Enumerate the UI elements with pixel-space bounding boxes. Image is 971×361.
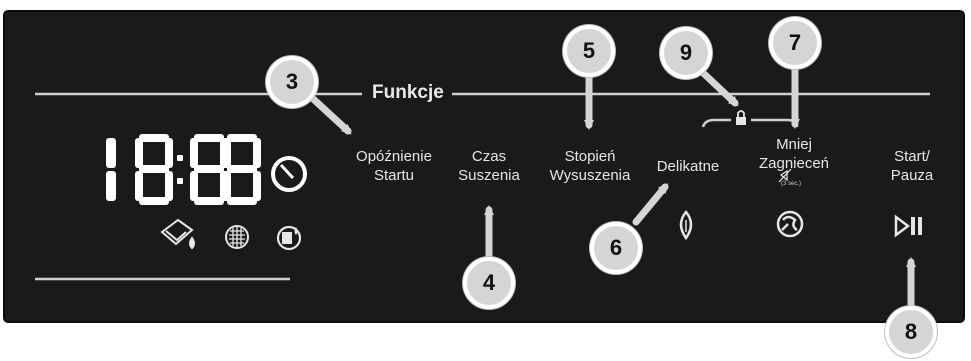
callout-3-arrow bbox=[305, 91, 352, 135]
callout-badge-7: 7 bbox=[769, 17, 821, 69]
mute-icon bbox=[778, 168, 792, 183]
delay-start-button[interactable]: Opóźnienie Startu bbox=[356, 148, 432, 184]
callout-badge-9: 9 bbox=[660, 27, 712, 79]
less-wrinkles-button[interactable]: Mniej Zagnieceń bbox=[758, 136, 830, 172]
less-wrinkles-hold-note: (3 sec.) bbox=[781, 181, 802, 187]
delicate-icon[interactable] bbox=[679, 210, 693, 241]
play-pause-icon[interactable] bbox=[894, 214, 922, 238]
lock-icon bbox=[736, 110, 746, 125]
seven-segment-display bbox=[106, 134, 261, 205]
delicate-button[interactable]: Delikatne bbox=[656, 158, 720, 175]
dryness-level-button[interactable]: Stopień Wysuszenia bbox=[549, 148, 631, 184]
callout-badge-5: 5 bbox=[563, 25, 615, 77]
callout-badge-4: 4 bbox=[463, 257, 515, 309]
filter-clean-icon bbox=[225, 225, 249, 249]
empty-container-icon bbox=[160, 218, 195, 250]
drying-time-button[interactable]: Czas Suszenia bbox=[458, 148, 520, 184]
callout-6-arrow bbox=[632, 183, 669, 226]
child-lock-bracket bbox=[701, 118, 799, 128]
timer-icon bbox=[271, 156, 307, 192]
callout-9-arrow bbox=[696, 66, 739, 107]
callout-badge-6: 6 bbox=[590, 222, 642, 274]
callout-badge-8: 8 bbox=[885, 306, 937, 358]
start-pause-button[interactable]: Start/ Pauza bbox=[890, 148, 934, 184]
condenser-clean-icon bbox=[276, 225, 302, 251]
functions-heading: Funkcje bbox=[368, 82, 448, 104]
less-wrinkles-icon[interactable] bbox=[776, 210, 804, 238]
callout-badge-3: 3 bbox=[266, 56, 318, 108]
